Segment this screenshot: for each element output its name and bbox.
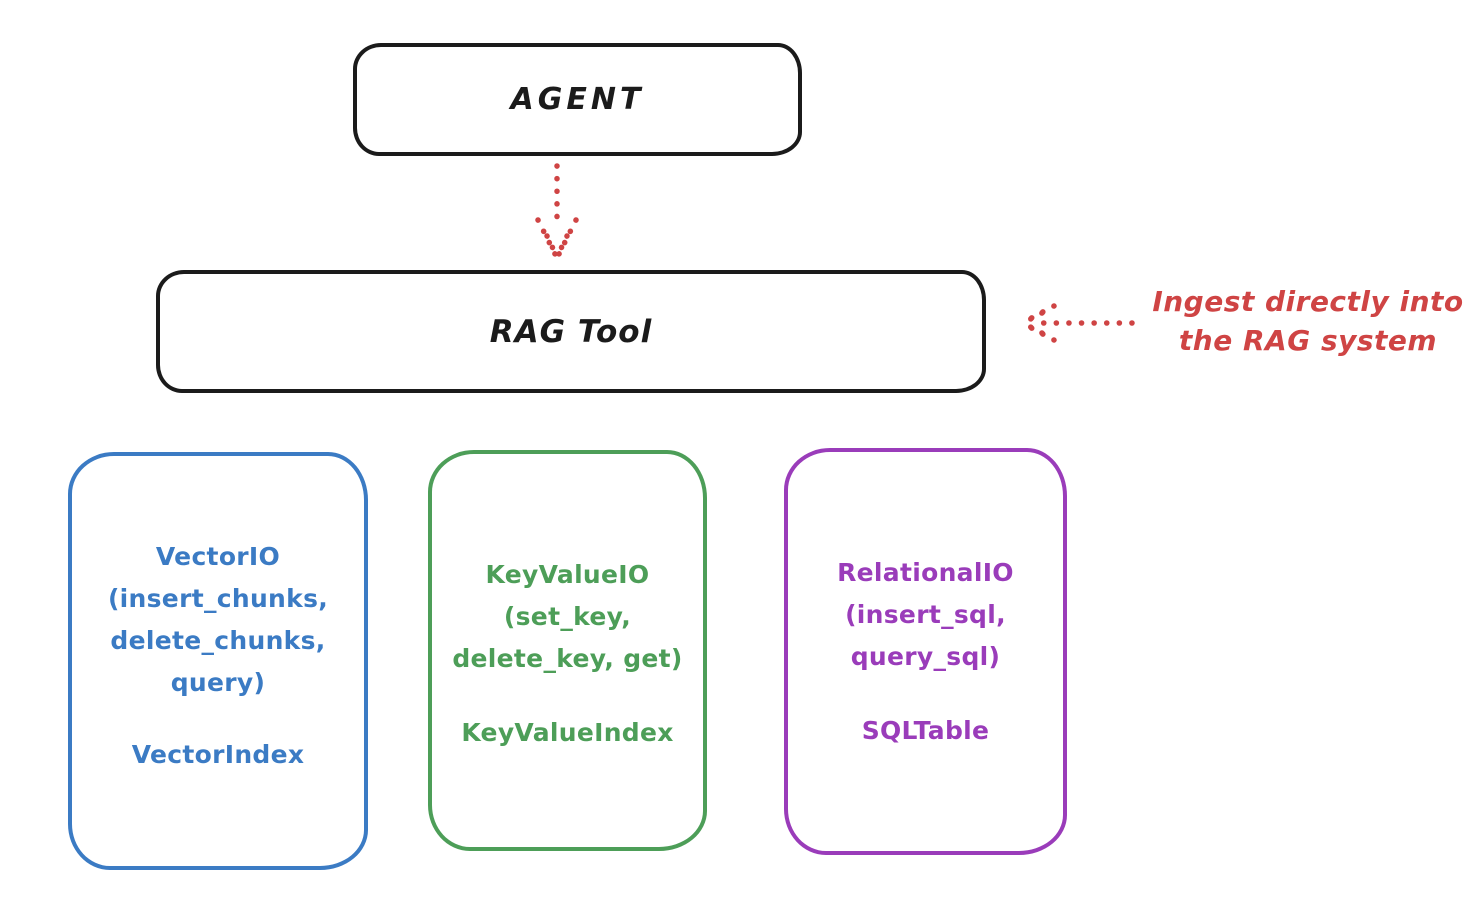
vector-io-box: VectorIO (insert_chunks, delete_chunks, … (68, 452, 368, 870)
keyvalue-index-label: KeyValueIndex (461, 718, 674, 747)
keyvalue-io-line: (set_key, (503, 602, 632, 631)
vector-io-line: delete_chunks, (110, 626, 326, 655)
rag-tool-label: RAG Tool (489, 313, 653, 350)
relational-io-lines: RelationalIO (insert_sql, query_sql) (837, 552, 1014, 678)
keyvalue-io-box: KeyValueIO (set_key, delete_key, get) Ke… (428, 450, 707, 851)
vector-io-lines: VectorIO (insert_chunks, delete_chunks, … (108, 536, 328, 704)
ingest-annotation-line2: the RAG system (1178, 324, 1438, 357)
ingest-annotation: Ingest directly into the RAG system (1138, 282, 1478, 360)
relational-io-line: query_sql) (850, 642, 1001, 671)
vector-io-line: (insert_chunks, (107, 584, 329, 613)
sql-table-label: SQLTable (861, 716, 990, 745)
vector-index-label: VectorIndex (131, 740, 305, 769)
agent-box: AGENT (353, 43, 802, 156)
keyvalue-io-lines: KeyValueIO (set_key, delete_key, get) (452, 554, 682, 680)
vector-io-line: VectorIO (155, 542, 281, 571)
agent-to-ragtool-arrow-icon (535, 163, 579, 260)
keyvalue-io-line: KeyValueIO (485, 560, 650, 589)
keyvalue-io-line: delete_key, get) (452, 644, 683, 673)
ingest-annotation-line1: Ingest directly into (1152, 285, 1464, 318)
vector-io-line: query) (170, 668, 266, 697)
agent-label: AGENT (510, 82, 645, 117)
relational-io-box: RelationalIO (insert_sql, query_sql) SQL… (784, 448, 1067, 855)
rag-tool-box: RAG Tool (156, 270, 986, 393)
ingest-to-ragtool-arrow-icon (1019, 303, 1135, 343)
relational-io-line: (insert_sql, (845, 600, 1006, 629)
relational-io-line: RelationalIO (837, 558, 1014, 587)
